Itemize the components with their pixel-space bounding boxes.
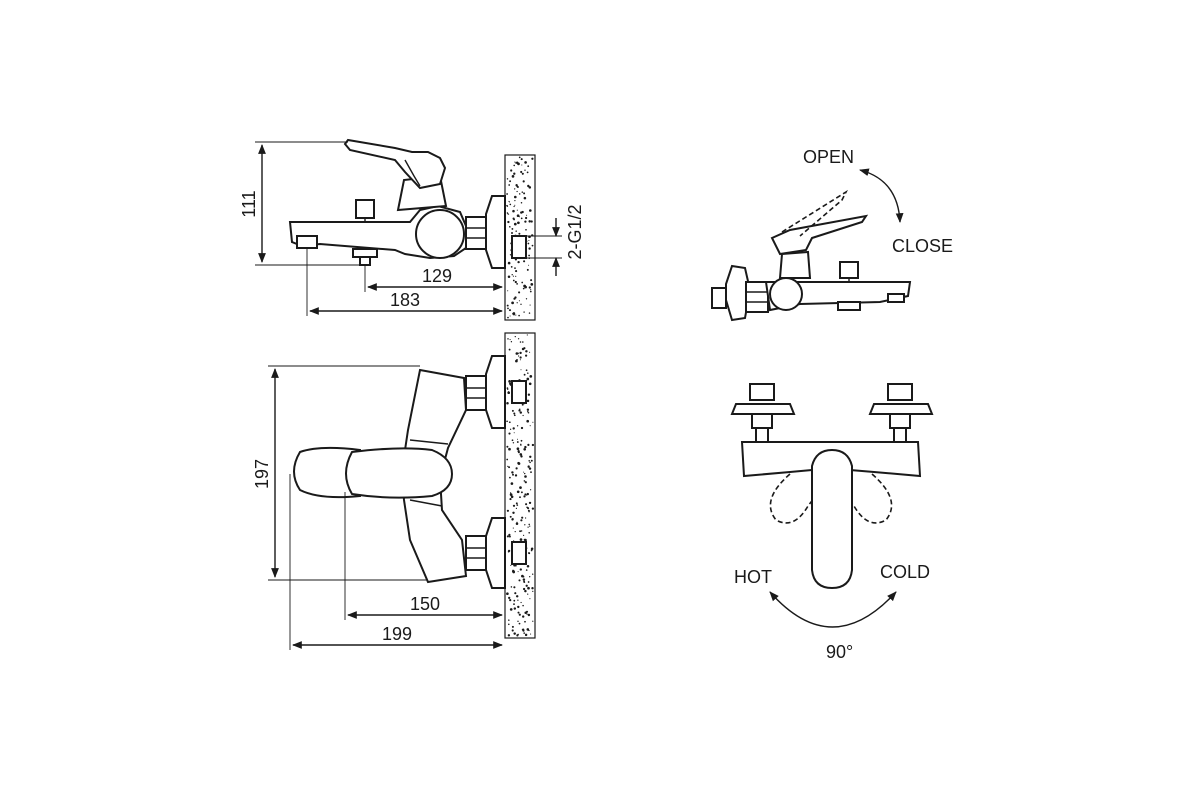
close-label: CLOSE: [892, 236, 953, 256]
lever-side: [343, 138, 447, 190]
wall-texture: [506, 156, 534, 319]
dim-inner-length-side: 129: [422, 266, 452, 286]
hot-label: HOT: [734, 567, 772, 587]
dim-outer-length-top: 199: [382, 624, 412, 644]
dim-inner-length-top: 150: [410, 594, 440, 614]
open-close-view: OPEN CLOSE: [711, 147, 953, 322]
dim-thread: 2-G1/2: [565, 204, 585, 259]
lever-front: [811, 448, 853, 590]
top-view: 197 150 199: [252, 332, 536, 650]
dim-outer-length-side: 183: [390, 290, 420, 310]
wall-top: [504, 332, 536, 639]
spout-top: [293, 446, 361, 499]
open-label: OPEN: [803, 147, 854, 167]
cold-label: COLD: [880, 562, 930, 582]
lever-top: [345, 447, 454, 499]
rotation-label: 90°: [826, 642, 853, 662]
side-view: 111 129 183 2-G1/2: [239, 138, 585, 321]
hot-cold-view: HOT COLD 90°: [730, 383, 934, 662]
dim-height-side: 111: [239, 190, 259, 217]
dim-height-top: 197: [252, 459, 272, 489]
